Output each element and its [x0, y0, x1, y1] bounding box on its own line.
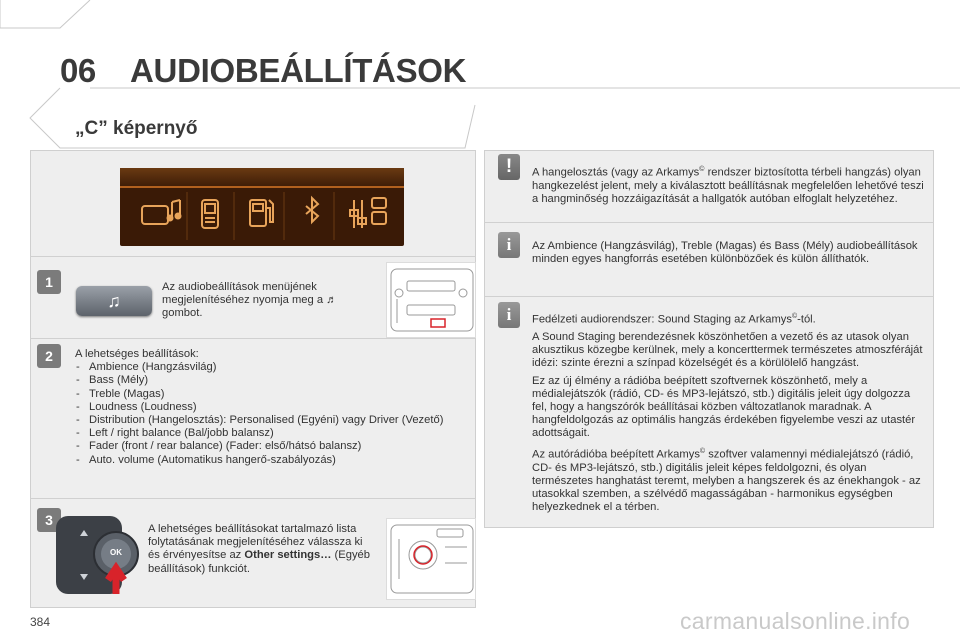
step1-text: Az audiobeállítások menüjének megjelenít… — [162, 281, 338, 320]
step-badge-1: 1 — [37, 270, 61, 294]
music-note-icon: ♫ — [107, 290, 121, 311]
step3-text: A lehetséges beállításokat tartalmazó li… — [148, 523, 370, 575]
audio-button-image: ♫ — [76, 286, 152, 316]
page-number: 384 — [30, 615, 51, 629]
warning-icon: ! — [498, 154, 520, 180]
console-diagram-2 — [386, 518, 476, 600]
bluetooth-icon — [305, 195, 320, 225]
phone-icon — [201, 199, 219, 229]
section-subtitle: „C” képernyő — [75, 118, 198, 139]
divider — [484, 296, 934, 297]
option-item: Auto. volume (Automatikus hangerő-szabál… — [75, 454, 470, 467]
divider — [30, 338, 476, 339]
options-intro: A lehetséges beállítások: — [75, 348, 199, 360]
info-note-1: Az Ambience (Hangzásvilág), Treble (Maga… — [532, 240, 918, 266]
ok-dial-image: OK — [52, 512, 142, 598]
option-item: Distribution (Hangelosztás): Personalise… — [75, 414, 470, 427]
ok-label: OK — [110, 548, 122, 557]
option-item: Fader (front / rear balance) (Fader: els… — [75, 440, 470, 453]
step2-content: A lehetséges beállítások: Ambience (Hang… — [75, 348, 470, 467]
page-title: AUDIOBEÁLLÍTÁSOK — [130, 52, 467, 89]
divider — [30, 498, 476, 499]
footer-watermark: carmanualsonline.info — [680, 608, 911, 634]
chapter-number: 06 — [60, 52, 96, 89]
option-item: Treble (Magas) — [75, 388, 470, 401]
info-icon: i — [498, 302, 520, 328]
option-item: Left / right balance (Bal/jobb balansz) — [75, 427, 470, 440]
audio-screen-image — [120, 168, 404, 246]
right-panel — [484, 150, 934, 528]
info-icon: i — [498, 232, 520, 258]
option-item: Bass (Mély) — [75, 374, 470, 387]
console-diagram-1 — [386, 262, 476, 338]
divider — [484, 222, 934, 223]
fuel-pump-icon — [249, 199, 274, 227]
settings-sliders-icon — [349, 197, 387, 228]
warning-note: A hangelosztás (vagy az Arkamys© rendsze… — [532, 166, 924, 206]
audio-music-icon — [141, 199, 182, 225]
info-note-2: Fedélzeti audiorendszer: Sound Staging a… — [532, 313, 923, 514]
options-list: Ambience (Hangzásvilág)Bass (Mély)Treble… — [75, 361, 470, 467]
step-badge-2: 2 — [37, 344, 61, 368]
option-item: Ambience (Hangzásvilág) — [75, 361, 470, 374]
divider — [30, 256, 476, 257]
option-item: Loudness (Loudness) — [75, 401, 470, 414]
header-decoration — [0, 0, 960, 149]
